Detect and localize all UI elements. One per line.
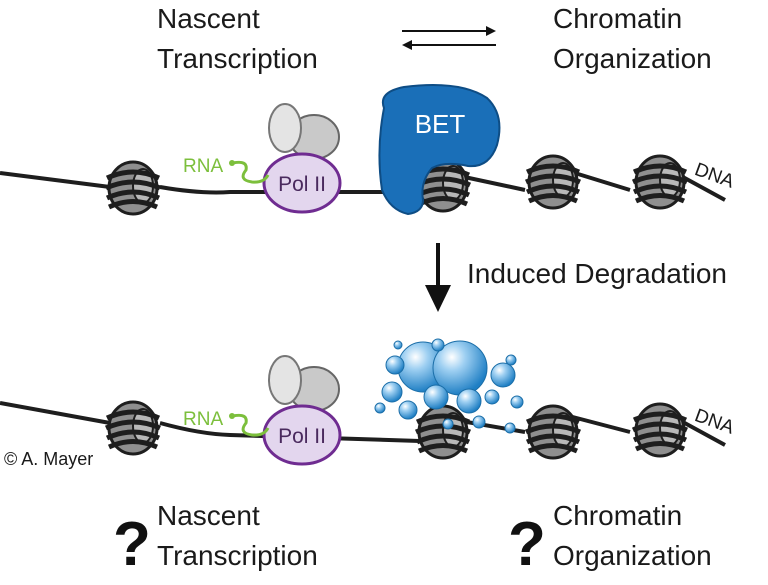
nucleosome-icon <box>526 156 580 208</box>
bottom-right-title-line1: Chromatin <box>553 500 682 531</box>
rna-strand <box>232 160 270 184</box>
nucleosome-icon <box>633 156 687 208</box>
rna-strand <box>232 413 270 437</box>
down-arrow-icon <box>425 243 451 312</box>
top-chromatin: Pol II RNA BET DNA <box>0 84 737 216</box>
nucleosome-icon <box>106 162 160 214</box>
nucleosome-icon <box>106 402 160 454</box>
degraded-bet-bubbles <box>374 338 524 434</box>
bottom-left-title-line1: Nascent <box>157 500 260 531</box>
equilibrium-arrows-icon <box>402 26 496 50</box>
question-mark-left: ? <box>113 510 151 579</box>
nucleosome-icon <box>416 406 470 458</box>
bet-label: BET <box>415 109 466 139</box>
pol2-label: Pol II <box>278 173 326 196</box>
rna-label: RNA <box>183 409 223 430</box>
dna-label: DNA <box>692 405 737 439</box>
bottom-left-title-line2: Transcription <box>157 540 318 571</box>
bottom-chromatin: Pol II RNA DNA © A. Mayer <box>0 338 737 469</box>
copyright-label: © A. Mayer <box>4 449 93 469</box>
dna-strand <box>0 168 726 202</box>
pol2-complex: Pol II <box>262 103 342 214</box>
top-left-title-line2: Transcription <box>157 43 318 74</box>
question-mark-right: ? <box>508 510 546 579</box>
degradation-label: Induced Degradation <box>467 258 727 289</box>
bottom-right-title-line2: Organization <box>553 540 712 571</box>
top-left-title-line1: Nascent <box>157 3 260 34</box>
nucleosome-icon <box>526 406 580 458</box>
top-right-title-line1: Chromatin <box>553 3 682 34</box>
top-right-title-line2: Organization <box>553 43 712 74</box>
dna-strand <box>0 401 726 447</box>
rna-label: RNA <box>183 156 223 177</box>
nucleosome-icon <box>633 404 687 456</box>
bet-protein: BET <box>378 84 501 216</box>
pol2-label: Pol II <box>278 425 326 448</box>
pol2-complex: Pol II <box>262 355 342 466</box>
